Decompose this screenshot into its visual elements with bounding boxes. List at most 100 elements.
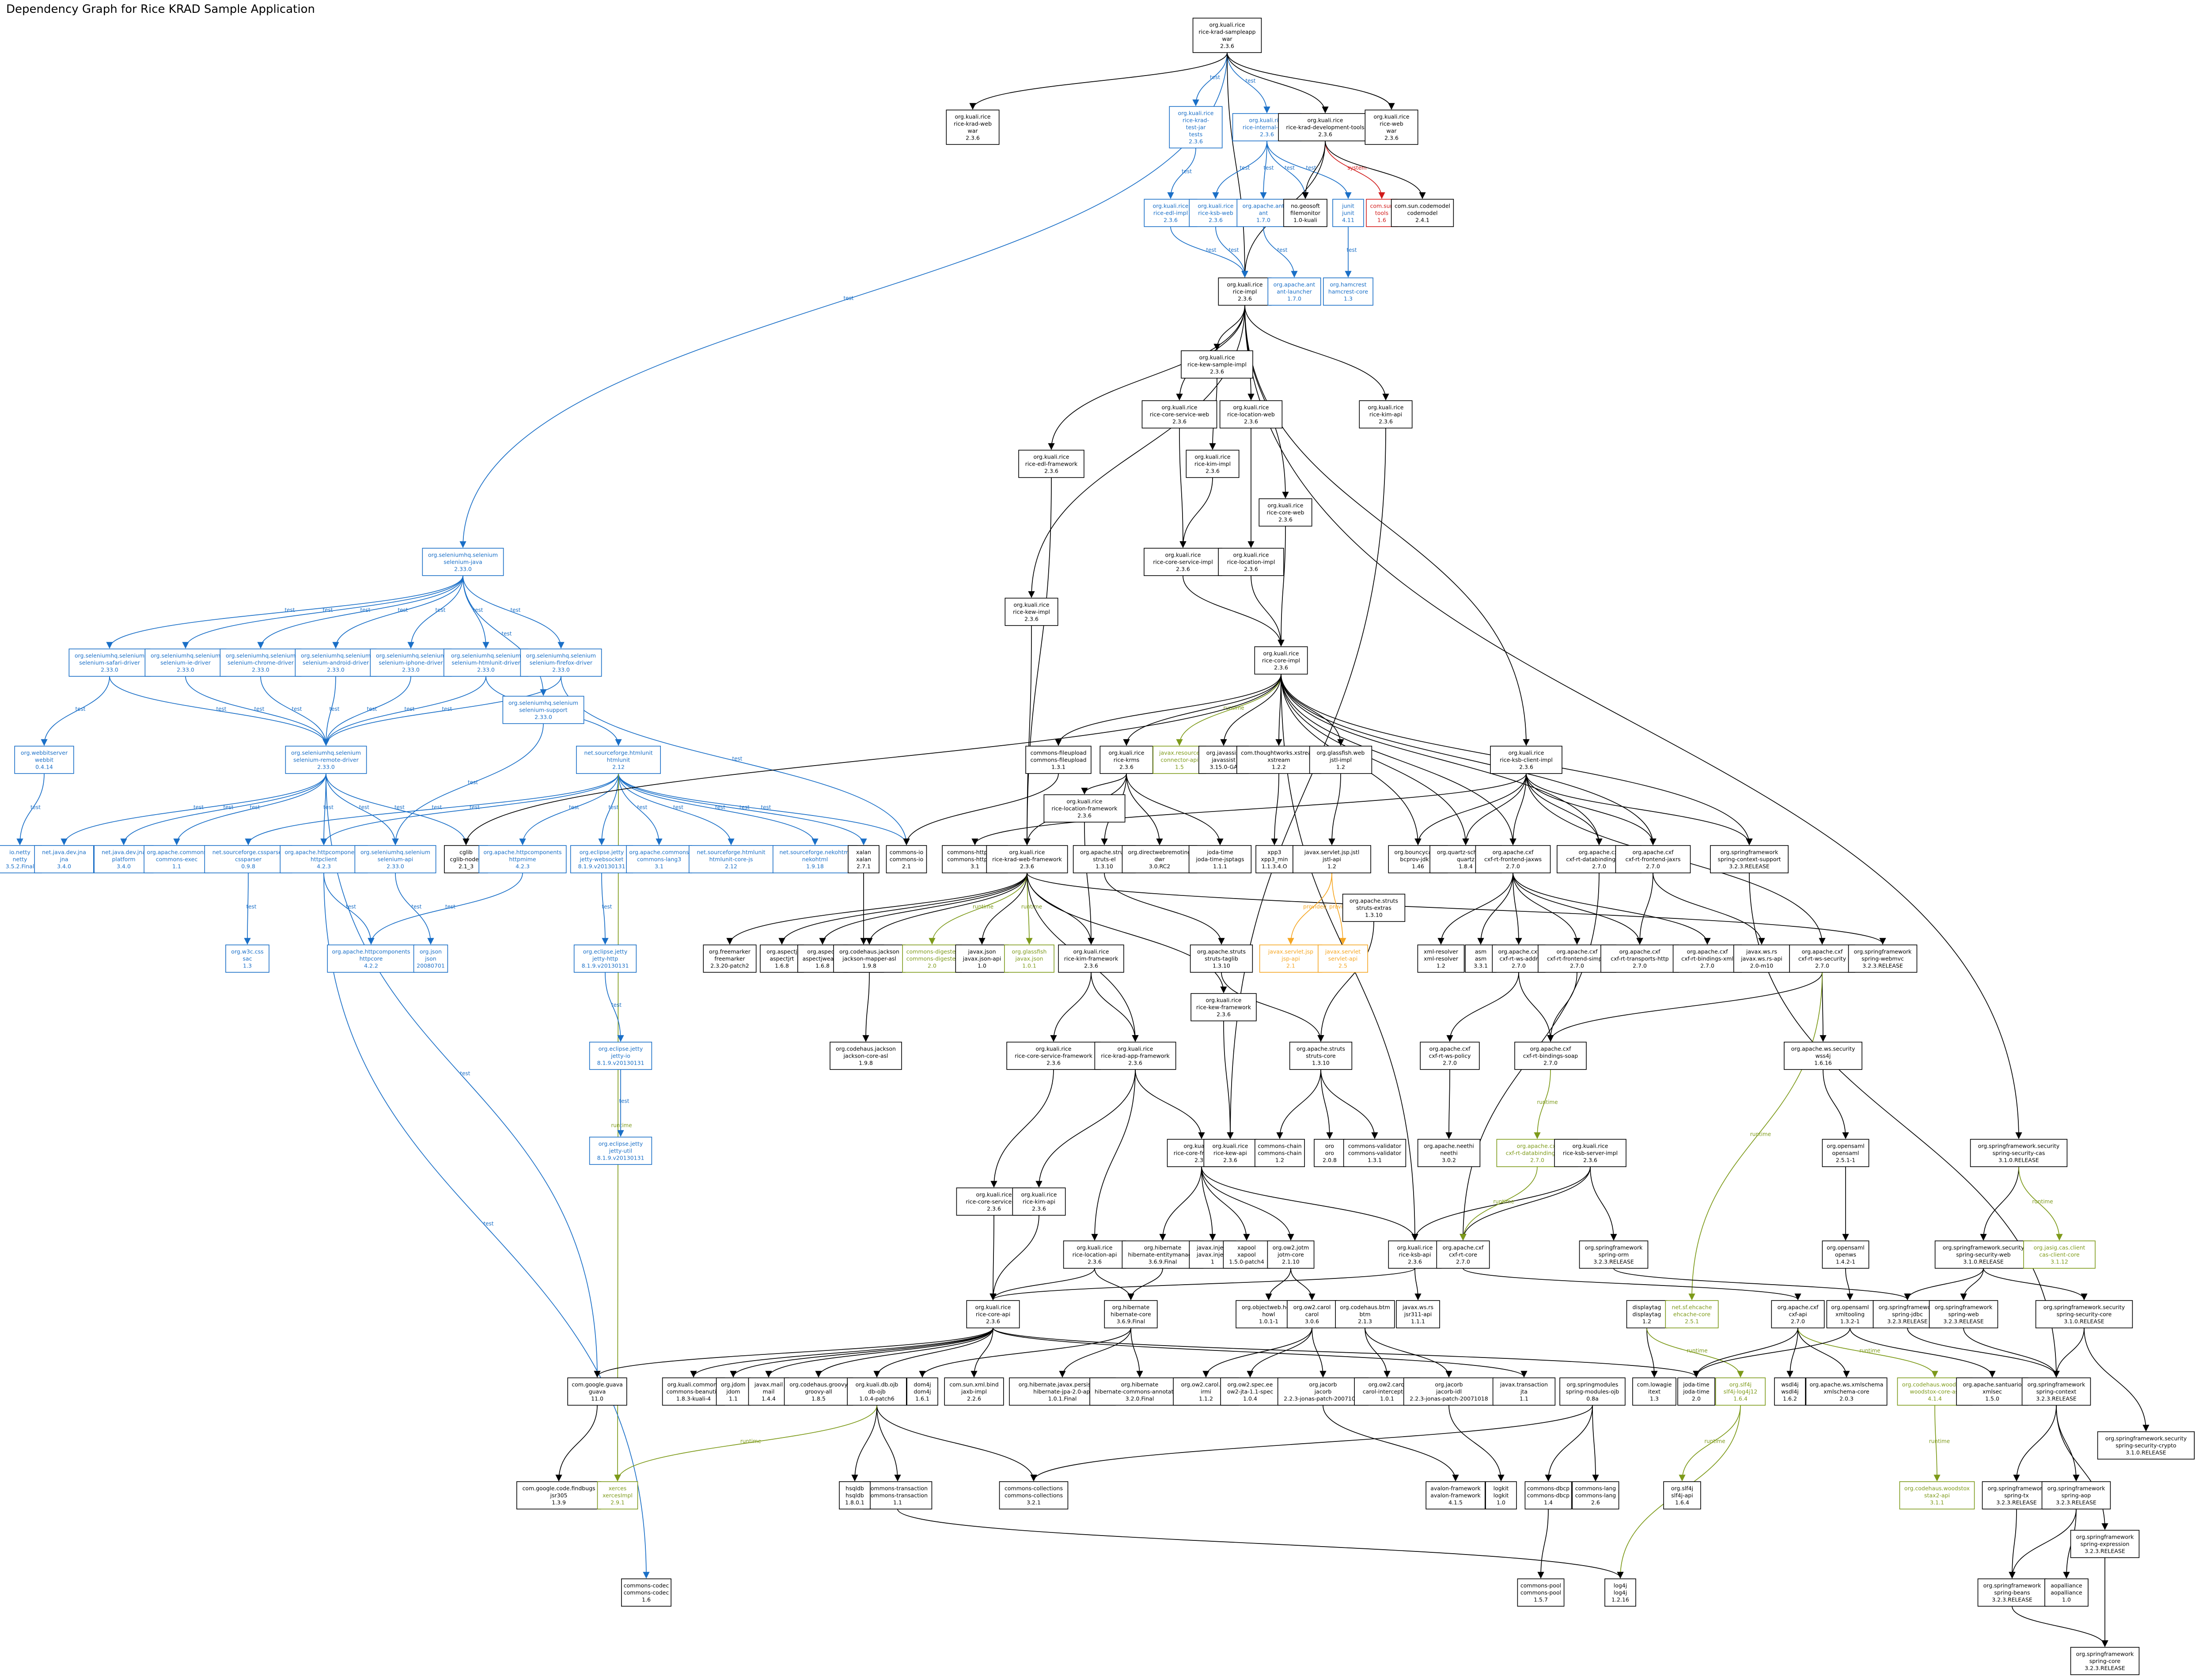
node-label: rice-ksb-api [1399, 1251, 1431, 1258]
edge-struts-core-to-commons-validator [1320, 1069, 1378, 1139]
node-box [1189, 199, 1243, 227]
node-label: selenium-htmlunit-driver [451, 659, 520, 666]
node-label: selenium-firefox-driver [530, 659, 593, 666]
node-box [1600, 944, 1679, 973]
edge-cxf-security-to-ehcache [1688, 972, 1823, 1301]
node-label: rice-kim-framework [1064, 955, 1118, 962]
node-box [354, 845, 436, 873]
node-box [1144, 548, 1222, 576]
node-label: javax.ws.rs-api [1740, 955, 1782, 962]
node-label: asm [1475, 955, 1486, 962]
node-box [1632, 1377, 1676, 1406]
node-label: net.sourceforge.nekohtml [779, 849, 850, 855]
node-label: rice-krad-web [954, 120, 992, 127]
node-label: aspectjweaver [803, 955, 843, 962]
node-label: cxf-rt-ws-policy [1429, 1052, 1471, 1059]
node-label: net.java.dev.jna [102, 849, 146, 855]
edge-core-framework-to-jotm-core [1201, 1166, 1294, 1241]
node-label: org.springframework.security [1978, 1142, 2060, 1149]
edge-devtools-to-codemodel [1325, 140, 1426, 199]
node-label: rice-location-impl [1227, 558, 1275, 565]
node-label: logkit [1494, 1492, 1509, 1498]
node-box [1626, 1300, 1668, 1328]
node-label: org.codehaus.jackson [839, 948, 899, 955]
edge-htmlunit-to-xalan [618, 773, 867, 846]
node-label: 2.3.6 [1084, 962, 1098, 969]
edge-location-api-to-hibernate-core [1094, 1268, 1134, 1301]
node-box [1982, 1481, 2051, 1509]
node-label: tools [1375, 209, 1388, 216]
edge-core-impl-to-cxf-jaxrs [1281, 674, 1657, 846]
node-box [1848, 944, 1918, 973]
edge-htmlunit-to-commons-io [618, 773, 910, 846]
node-krad-app-framework: org.kuali.ricerice-krad-app-framework2.3… [1094, 1042, 1176, 1070]
node-label: asm [1475, 948, 1486, 955]
node-label: spring-expression [2081, 1540, 2130, 1547]
node-label: 4.11 [1342, 216, 1354, 223]
node-label: org.javassist [1206, 749, 1241, 756]
node-label: logkit [1494, 1485, 1509, 1491]
node-box [1417, 944, 1465, 973]
edge-krad-app-framework-to-location-api [1091, 1069, 1136, 1241]
edge-label: test [30, 804, 41, 811]
edge-sel-android-to-sel-remote [322, 676, 336, 746]
edge-openws-to-xmltooling [1845, 1268, 1854, 1301]
edge-edl-framework-to-krad-web-framework [1024, 477, 1052, 846]
edge-ant-to-ant-launcher [1263, 226, 1298, 278]
node-label: cxf-rt-frontend-jaxrs [1625, 856, 1680, 862]
node-box [34, 845, 94, 873]
node-label: org.kuali.rice [1194, 453, 1230, 460]
edge-impl-to-kim-api [1244, 305, 1389, 401]
node-box [1465, 944, 1497, 973]
node-label: 1.8.3-kuali-4 [676, 1395, 711, 1402]
edge-ksb-client-to-cxf-jaxrs [1526, 773, 1657, 846]
node-label: org.apache.ant [1243, 202, 1285, 209]
node-box [773, 845, 858, 873]
node-label: 1.6.16 [1814, 1059, 1832, 1066]
node-label: 2.3.6 [1077, 812, 1092, 819]
node-box [573, 944, 637, 973]
node-box [2021, 1377, 2091, 1406]
edge-jsp-api-to-servlet-api [1331, 872, 1346, 945]
node-label: avalon-framework [1430, 1492, 1481, 1498]
node-label: 2.0-m10 [1750, 962, 1774, 969]
node-sel-firefox: org.seleniumhq.seleniumselenium-firefox-… [520, 648, 602, 677]
node-box [944, 1377, 1004, 1406]
node-label: 3.2.3.RELEASE [2056, 1499, 2096, 1506]
edge-sel-java-to-sel-android [332, 575, 463, 649]
node-label: com.sun.codemodel [1395, 202, 1450, 209]
node-box [1805, 1377, 1888, 1406]
edge-label: test [1285, 165, 1295, 171]
edge-location-api-to-core-api [989, 1268, 1095, 1301]
edge-core-impl-to-connector-api [1176, 674, 1281, 746]
edge-slf4j-log4j-to-slf4j-api [1679, 1405, 1741, 1482]
node-label: 1.2 [1642, 1318, 1651, 1324]
node-label: rice-kew-api [1213, 1149, 1247, 1156]
node-label: 1.8.0.1 [845, 1499, 864, 1506]
edge-krad-web-framework-to-kew-framework [1027, 872, 1227, 994]
edge-xstream-to-xpp3 [1271, 773, 1279, 846]
edge-label: test [254, 706, 264, 712]
node-box [839, 1481, 871, 1509]
node-label: org.springframework [2028, 1381, 2085, 1388]
node-label: xmltooling [1835, 1311, 1865, 1317]
